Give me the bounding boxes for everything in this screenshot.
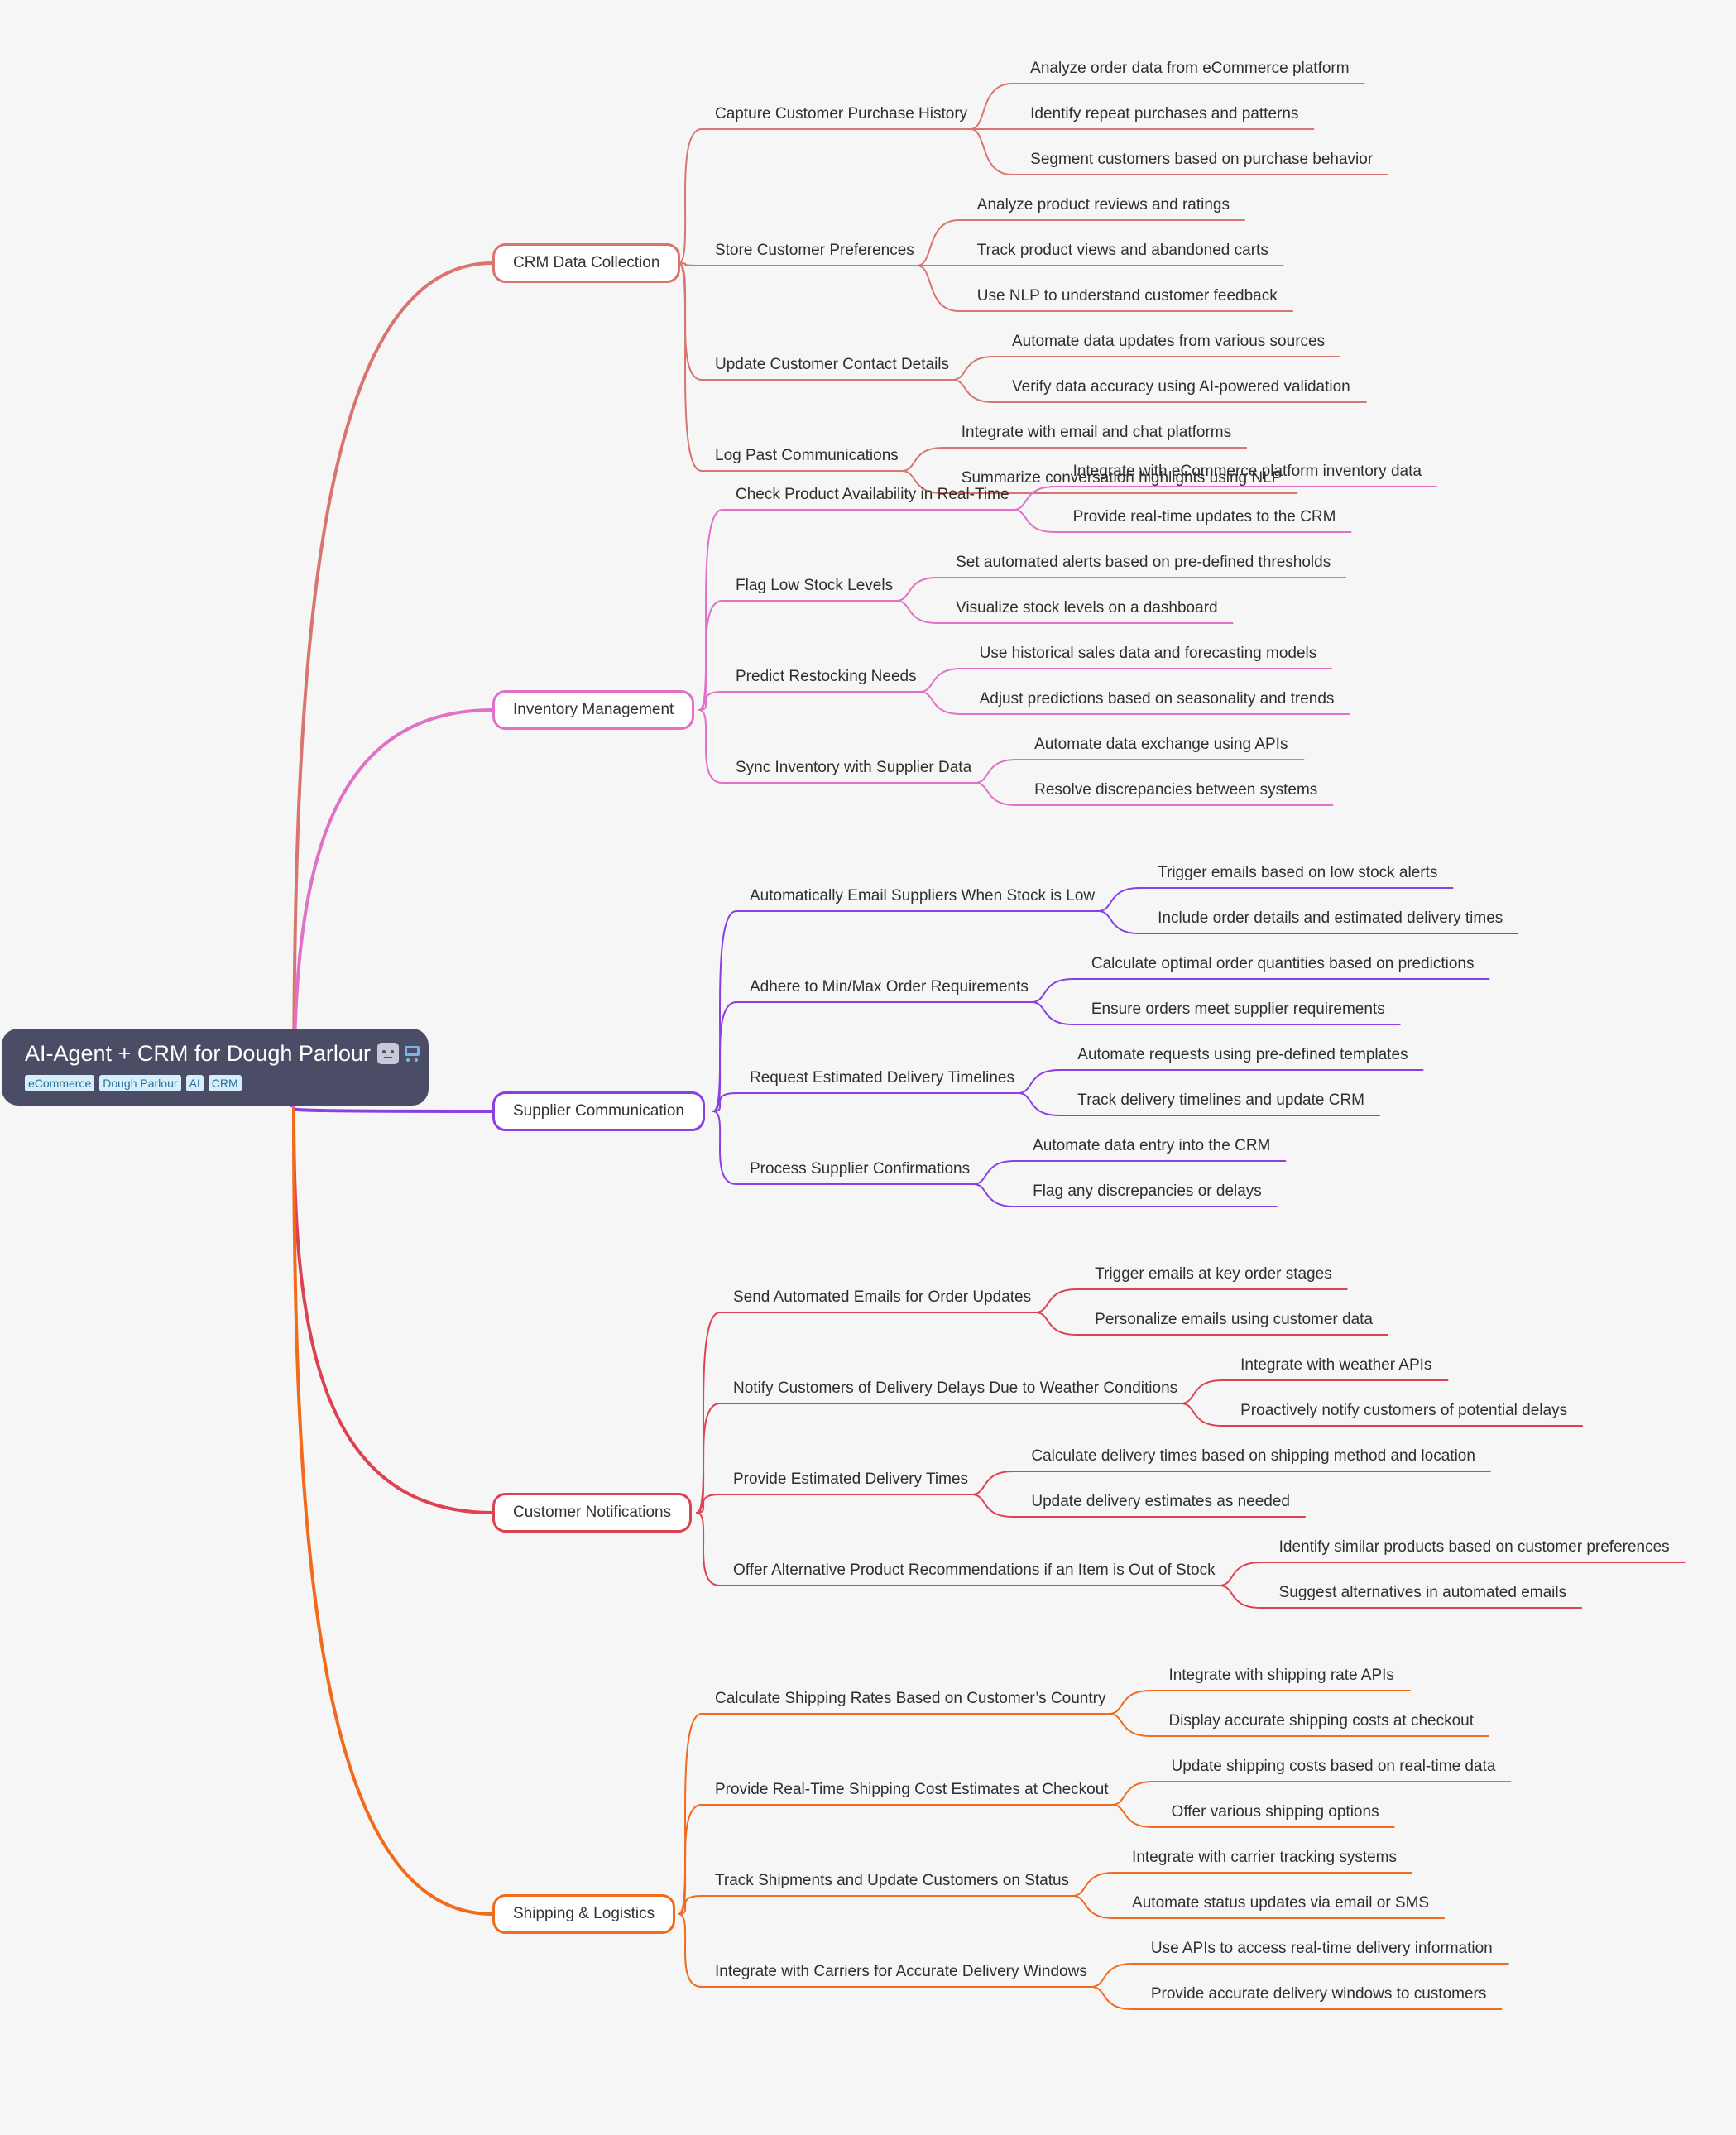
subtopic-0-0[interactable]: Capture Customer Purchase History bbox=[715, 105, 968, 122]
subtopic-2-3[interactable]: Process Supplier Confirmations bbox=[750, 1160, 971, 1178]
leaf-4-3-0[interactable]: Use APIs to access real-time delivery in… bbox=[1150, 1940, 1493, 1957]
leaf-2-3-1[interactable]: Flag any discrepancies or delays bbox=[1033, 1183, 1262, 1200]
leaf-3-0-0[interactable]: Trigger emails at key order stages bbox=[1095, 1265, 1332, 1283]
leaf-1-1-0[interactable]: Set automated alerts based on pre-define… bbox=[956, 554, 1331, 571]
leaf-0-2-1[interactable]: Verify data accuracy using AI-powered va… bbox=[1012, 378, 1350, 396]
leaf-1-0-0[interactable]: Integrate with eCommerce platform invent… bbox=[1072, 463, 1422, 480]
subtopic-2-2[interactable]: Request Estimated Delivery Timelines bbox=[750, 1069, 1014, 1087]
leaf-4-3-1[interactable]: Provide accurate delivery windows to cus… bbox=[1150, 1985, 1487, 2003]
leaf-0-0-0[interactable]: Analyze order data from eCommerce platfo… bbox=[1030, 60, 1350, 77]
leaf-0-0-1[interactable]: Identify repeat purchases and patterns bbox=[1030, 105, 1299, 122]
tag-dough-parlour[interactable]: Dough Parlour bbox=[99, 1075, 181, 1091]
leaf-1-2-0[interactable]: Use historical sales data and forecastin… bbox=[979, 645, 1317, 662]
root-node[interactable]: AI-Agent + CRM for Dough Parlour eCommer… bbox=[2, 1029, 429, 1106]
leaf-0-1-2[interactable]: Use NLP to understand customer feedback bbox=[976, 287, 1278, 305]
leaf-1-2-1[interactable]: Adjust predictions based on seasonality … bbox=[979, 690, 1335, 708]
leaf-0-1-1[interactable]: Track product views and abandoned carts bbox=[976, 242, 1268, 259]
branch-node-customer-notifications[interactable]: Customer Notifications bbox=[492, 1493, 693, 1533]
tag-crm[interactable]: CRM bbox=[208, 1075, 242, 1091]
subtopic-3-2[interactable]: Provide Estimated Delivery Times bbox=[733, 1471, 969, 1488]
tag-ai[interactable]: AI bbox=[185, 1075, 204, 1091]
subtopic-1-0[interactable]: Check Product Availability in Real-Time bbox=[736, 486, 1009, 503]
leaf-1-0-1[interactable]: Provide real-time updates to the CRM bbox=[1072, 508, 1336, 525]
subtopic-4-2[interactable]: Track Shipments and Update Customers on … bbox=[715, 1872, 1070, 1889]
leaf-4-2-0[interactable]: Integrate with carrier tracking systems bbox=[1132, 1849, 1397, 1866]
leaf-2-2-1[interactable]: Track delivery timelines and update CRM bbox=[1077, 1091, 1365, 1109]
leaf-3-2-0[interactable]: Calculate delivery times based on shippi… bbox=[1031, 1447, 1475, 1465]
branch-node-supplier-communication[interactable]: Supplier Communication bbox=[492, 1091, 705, 1131]
subtopic-1-2[interactable]: Predict Restocking Needs bbox=[736, 668, 917, 685]
leaf-2-1-1[interactable]: Ensure orders meet supplier requirements bbox=[1091, 1000, 1385, 1018]
subtopic-0-3[interactable]: Log Past Communications bbox=[715, 447, 899, 464]
subtopic-4-1[interactable]: Provide Real-Time Shipping Cost Estimate… bbox=[715, 1781, 1109, 1798]
subtopic-4-0[interactable]: Calculate Shipping Rates Based on Custom… bbox=[715, 1690, 1106, 1707]
leaf-2-0-0[interactable]: Trigger emails based on low stock alerts bbox=[1158, 864, 1438, 881]
leaf-2-2-0[interactable]: Automate requests using pre-defined temp… bbox=[1077, 1046, 1408, 1063]
subtopic-0-2[interactable]: Update Customer Contact Details bbox=[715, 356, 950, 373]
leaf-3-0-1[interactable]: Personalize emails using customer data bbox=[1095, 1311, 1374, 1328]
subtopic-3-3[interactable]: Offer Alternative Product Recommendation… bbox=[733, 1562, 1216, 1579]
leaf-4-1-0[interactable]: Update shipping costs based on real-time… bbox=[1171, 1758, 1496, 1775]
leaf-1-3-1[interactable]: Resolve discrepancies between systems bbox=[1034, 781, 1318, 799]
leaf-3-2-1[interactable]: Update delivery estimates as needed bbox=[1031, 1493, 1291, 1510]
tag-ecommerce[interactable]: eCommerce bbox=[25, 1075, 95, 1091]
subtopic-1-1[interactable]: Flag Low Stock Levels bbox=[736, 577, 894, 594]
leaf-0-3-1[interactable]: Summarize conversation highlights using … bbox=[961, 469, 1283, 487]
subtopic-4-3[interactable]: Integrate with Carriers for Accurate Del… bbox=[715, 1963, 1087, 1980]
leaf-2-1-0[interactable]: Calculate optimal order quantities based… bbox=[1091, 955, 1475, 972]
leaf-1-1-1[interactable]: Visualize stock levels on a dashboard bbox=[956, 599, 1218, 617]
leaf-4-0-1[interactable]: Display accurate shipping costs at check… bbox=[1168, 1712, 1475, 1730]
leaf-0-0-2[interactable]: Segment customers based on purchase beha… bbox=[1030, 151, 1374, 168]
leaf-2-3-0[interactable]: Automate data entry into the CRM bbox=[1033, 1137, 1271, 1154]
subtopic-2-1[interactable]: Adhere to Min/Max Order Requirements bbox=[750, 978, 1029, 996]
subtopic-0-1[interactable]: Store Customer Preferences bbox=[715, 242, 914, 259]
leaf-4-0-0[interactable]: Integrate with shipping rate APIs bbox=[1168, 1667, 1394, 1684]
leaf-0-3-0[interactable]: Integrate with email and chat platforms bbox=[961, 424, 1232, 441]
tag-list: eCommerce Dough Parlour AI CRM bbox=[25, 1075, 405, 1091]
shopping-cart-icon bbox=[402, 1043, 424, 1064]
root-title: AI-Agent + CRM for Dough Parlour bbox=[25, 1041, 371, 1066]
subtopic-2-0[interactable]: Automatically Email Suppliers When Stock… bbox=[750, 887, 1096, 904]
leaf-3-1-0[interactable]: Integrate with weather APIs bbox=[1240, 1356, 1432, 1374]
leaf-0-1-0[interactable]: Analyze product reviews and ratings bbox=[976, 196, 1230, 214]
branch-node-crm-data-collection[interactable]: CRM Data Collection bbox=[492, 243, 681, 283]
subtopic-1-3[interactable]: Sync Inventory with Supplier Data bbox=[736, 759, 972, 776]
robot-icon bbox=[376, 1043, 399, 1064]
branch-node-inventory-management[interactable]: Inventory Management bbox=[492, 690, 695, 730]
leaf-3-1-1[interactable]: Proactively notify customers of potentia… bbox=[1240, 1402, 1568, 1419]
branch-node-shipping-logistics[interactable]: Shipping & Logistics bbox=[492, 1894, 676, 1934]
leaf-1-3-0[interactable]: Automate data exchange using APIs bbox=[1034, 736, 1288, 753]
subtopic-3-1[interactable]: Notify Customers of Delivery Delays Due … bbox=[733, 1379, 1178, 1397]
leaf-2-0-1[interactable]: Include order details and estimated deli… bbox=[1158, 909, 1503, 927]
leaf-4-1-1[interactable]: Offer various shipping options bbox=[1171, 1803, 1379, 1821]
leaf-0-2-0[interactable]: Automate data updates from various sourc… bbox=[1012, 333, 1326, 350]
leaf-3-3-1[interactable]: Suggest alternatives in automated emails bbox=[1278, 1584, 1567, 1601]
leaf-4-2-1[interactable]: Automate status updates via email or SMS bbox=[1132, 1894, 1430, 1912]
leaf-3-3-0[interactable]: Identify similar products based on custo… bbox=[1278, 1538, 1670, 1556]
subtopic-3-0[interactable]: Send Automated Emails for Order Updates bbox=[733, 1288, 1032, 1306]
